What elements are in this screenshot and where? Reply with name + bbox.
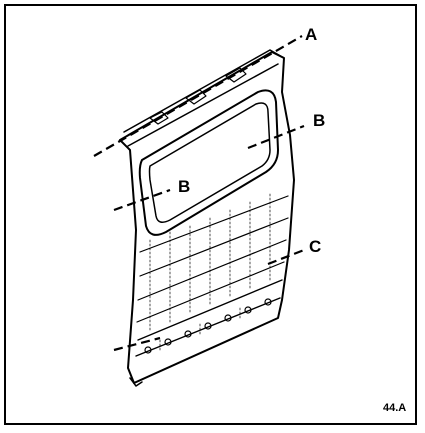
section-line-b-right [247,124,305,150]
section-line-a [93,35,303,157]
door-panel-outline [119,51,295,384]
window-glass-inner [148,102,271,223]
window-frame-outer [138,89,279,236]
panel-hatching [149,193,271,353]
bottom-corner-fitting [129,377,143,387]
door-top-edge [123,49,285,147]
callout-a: A [305,25,318,44]
section-line-c [267,248,305,266]
callout-b-right: B [313,111,326,130]
panel-rib [136,195,289,323]
section-line-bottom [113,336,161,352]
callout-c: C [309,237,322,256]
mounting-holes [144,298,272,354]
section-line-b-left [113,188,171,212]
callout-b-left: B [178,177,191,196]
top-bracket [149,67,247,125]
figure-reference: 44.A [383,402,407,414]
figure-frame [4,4,417,425]
